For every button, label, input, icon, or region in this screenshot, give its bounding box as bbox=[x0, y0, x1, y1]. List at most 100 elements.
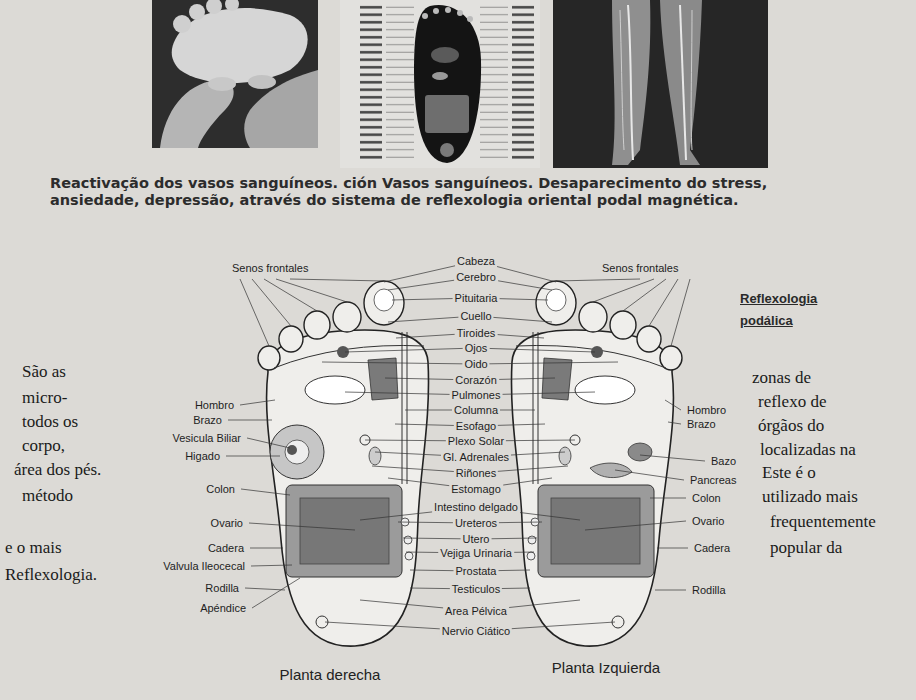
organ-label: Corazón bbox=[453, 374, 499, 387]
vessel-line bbox=[680, 5, 686, 160]
big-toe bbox=[364, 281, 404, 325]
organ-label: Cuello bbox=[458, 310, 493, 323]
leader-line bbox=[226, 400, 355, 608]
caption-text: Reactivação dos vasos sanguíneos. ción V… bbox=[50, 175, 810, 209]
toe bbox=[333, 302, 361, 332]
organ-label: Vejiga Urinaria bbox=[438, 547, 514, 560]
zone bbox=[422, 13, 428, 19]
organ-label: Higado bbox=[183, 450, 222, 463]
side-text: popular da bbox=[770, 538, 842, 558]
organ-label: Apéndice bbox=[198, 602, 248, 615]
organ-label: Ovario bbox=[209, 517, 245, 530]
toe bbox=[173, 15, 191, 33]
tiny-labels bbox=[480, 4, 534, 162]
organ-label: Columna bbox=[452, 404, 500, 417]
side-text: todos os bbox=[22, 412, 78, 432]
organ-label: Bazo bbox=[709, 455, 738, 468]
foot-outline bbox=[258, 281, 429, 646]
side-text: e o mais bbox=[5, 538, 62, 558]
vessel-line bbox=[691, 10, 693, 150]
organ-label: Colon bbox=[690, 492, 723, 505]
toe bbox=[279, 326, 303, 352]
heart-zone bbox=[368, 358, 398, 400]
toe bbox=[206, 0, 222, 14]
organ-label: Hombro bbox=[193, 399, 236, 412]
foot-label: Planta derecha bbox=[280, 666, 381, 684]
side-text: área dos pés. bbox=[14, 460, 101, 480]
spleen-zone bbox=[590, 443, 652, 478]
lung-zone bbox=[305, 376, 365, 404]
side-text: Este é o bbox=[762, 463, 816, 483]
organ-label: Riñones bbox=[454, 467, 498, 480]
liver-zone bbox=[285, 440, 309, 464]
organ-label: Rodilla bbox=[203, 582, 241, 595]
organ-label: Senos frontales bbox=[600, 262, 680, 275]
foot-label: Planta Izquierda bbox=[552, 659, 660, 677]
pancreas-zone bbox=[590, 463, 632, 478]
side-text: São as bbox=[22, 362, 66, 382]
side-text: frequentemente bbox=[770, 512, 876, 532]
zone bbox=[433, 8, 439, 14]
organ-label: Testiculos bbox=[450, 583, 502, 596]
organ-label: Plexo Solar bbox=[446, 435, 506, 448]
organ-label: Ureteros bbox=[453, 517, 499, 530]
organ-label: Area Pélvica bbox=[443, 605, 509, 618]
organ-label: Nervio Ciático bbox=[440, 625, 512, 638]
side-text: utilizado mais bbox=[762, 487, 858, 507]
photo-ground bbox=[340, 0, 540, 168]
toe bbox=[189, 4, 205, 20]
vessel-line bbox=[628, 5, 633, 160]
organ-label: Rodilla bbox=[690, 584, 728, 597]
brain-zone bbox=[374, 289, 394, 311]
foot-chart-photo bbox=[340, 0, 540, 168]
spleen-zone bbox=[628, 443, 652, 461]
spine-zone bbox=[402, 332, 403, 484]
leg bbox=[660, 0, 702, 165]
massage-photo bbox=[152, 0, 318, 148]
organ-label: Oido bbox=[462, 358, 489, 371]
toe bbox=[258, 346, 280, 370]
spine-zone bbox=[407, 332, 408, 484]
organ-label: Cabeza bbox=[455, 255, 497, 268]
thumb bbox=[248, 75, 276, 89]
organ-label: Colon bbox=[204, 483, 237, 496]
gallbladder-zone bbox=[287, 445, 297, 455]
uterus-zone bbox=[404, 536, 412, 544]
organ-label: Ojos bbox=[463, 342, 490, 355]
heading: Reflexologia podálica bbox=[740, 288, 840, 332]
tiny-labels bbox=[360, 4, 414, 162]
organ-label: Pancreas bbox=[688, 474, 738, 487]
thumb bbox=[208, 77, 236, 91]
liver-zone bbox=[270, 425, 324, 479]
zone bbox=[431, 47, 459, 63]
leader-line bbox=[322, 261, 618, 631]
organ-label: Cadera bbox=[692, 542, 732, 555]
organ-label: Esofago bbox=[454, 420, 498, 433]
liver-zone bbox=[270, 425, 324, 479]
organ-label: Valvula Ileocecal bbox=[161, 560, 247, 573]
colon-zone bbox=[286, 485, 402, 577]
organ-label: Prostata bbox=[454, 565, 499, 578]
bladder-zone bbox=[405, 552, 413, 560]
side-text: micro- bbox=[22, 388, 67, 408]
toe bbox=[225, 0, 239, 11]
sole bbox=[267, 330, 429, 646]
photo-ground bbox=[152, 0, 318, 148]
zone bbox=[467, 16, 473, 22]
organ-label: Cerebro bbox=[454, 271, 498, 284]
organ-label: Intestino delgado bbox=[432, 501, 520, 514]
organ-label: Cadera bbox=[206, 542, 246, 555]
legs-photo bbox=[553, 0, 768, 168]
foot-silhouette bbox=[414, 5, 481, 163]
organ-label: Brazo bbox=[685, 418, 718, 431]
organ-label: Hombro bbox=[685, 404, 728, 417]
vessel-line bbox=[620, 10, 624, 150]
zone bbox=[425, 95, 469, 133]
organ-label: Pulmones bbox=[450, 389, 503, 402]
leg bbox=[612, 0, 650, 165]
zone bbox=[432, 72, 448, 80]
leader-line bbox=[240, 279, 690, 346]
intestine-zone bbox=[300, 498, 389, 564]
side-text: localizadas na bbox=[760, 440, 856, 460]
